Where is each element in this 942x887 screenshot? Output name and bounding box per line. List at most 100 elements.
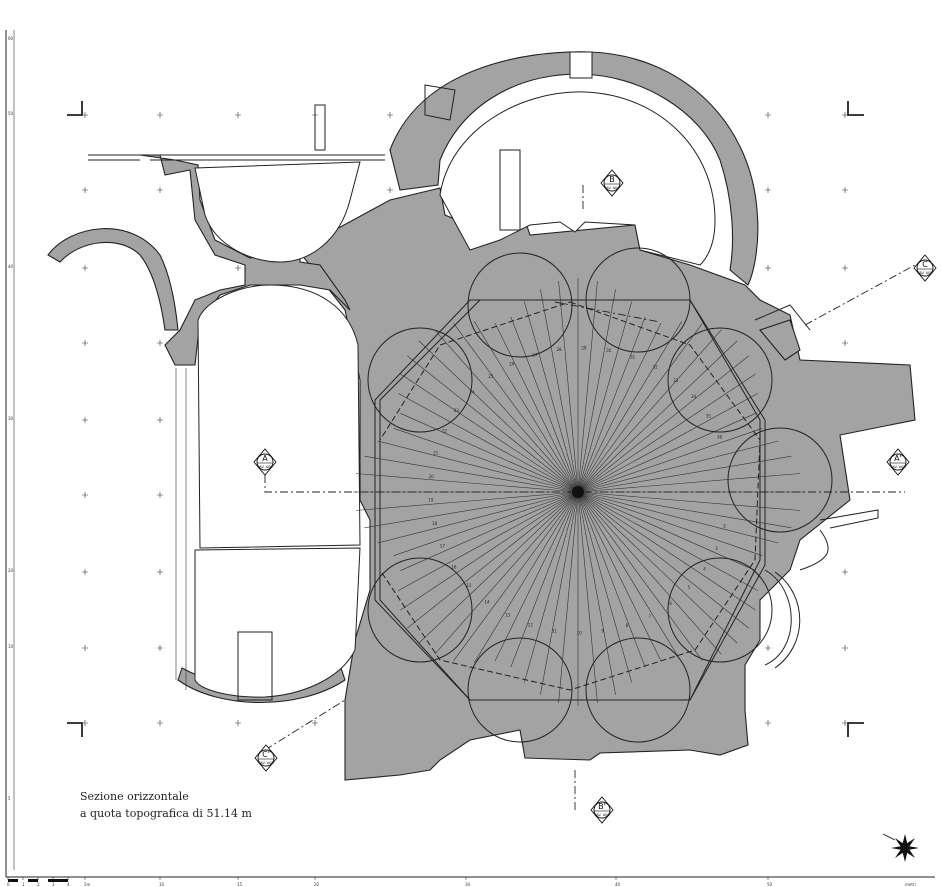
section-marker-letter: B xyxy=(609,175,615,184)
scale-tick: 3 xyxy=(52,882,55,887)
sight-ray xyxy=(540,491,579,695)
ray-number: 3 xyxy=(715,546,718,551)
grid-cross xyxy=(235,112,241,118)
left-axis-tick: 10 xyxy=(8,644,14,649)
scale-tick: 5m xyxy=(84,882,91,887)
sight-ray xyxy=(393,428,579,493)
left-axis-tick: 60 xyxy=(8,36,14,41)
ray-number: 11 xyxy=(552,628,558,633)
petal-lobe xyxy=(585,637,691,743)
scale-tick: 1 xyxy=(22,882,25,887)
north-vestibule xyxy=(194,161,361,263)
section-marker-ref: TAV. A09 xyxy=(256,465,273,469)
section-marker-ref: TAV. A09 xyxy=(257,761,274,765)
scale-tick: 15 xyxy=(237,882,243,887)
sight-ray xyxy=(577,491,703,661)
sight-ray xyxy=(577,301,632,493)
ray-number: 7 xyxy=(649,614,652,619)
sight-ray xyxy=(474,491,579,663)
sight-ray xyxy=(453,323,579,493)
ray-number: 6 xyxy=(669,601,672,606)
sight-ray xyxy=(355,473,579,493)
section-marker: B'TAV. A09 xyxy=(590,796,614,824)
ray-number: 35 xyxy=(706,413,712,418)
sight-ray xyxy=(400,491,579,611)
grid-cross xyxy=(82,720,88,726)
caption-line-1: Sezione orizzontale xyxy=(80,790,189,803)
ray-number: 19 xyxy=(428,498,434,503)
grid-cross xyxy=(157,340,163,346)
ray-number: 34 xyxy=(691,394,697,399)
grid-cross xyxy=(82,645,88,651)
section-marker-ref: TAV. A09 xyxy=(889,465,906,469)
grid-cross xyxy=(765,112,771,118)
ray-number: 27 xyxy=(532,352,538,357)
dashed-octagon xyxy=(379,301,761,691)
ray-number: 16 xyxy=(451,564,457,569)
sight-ray xyxy=(577,413,756,493)
sight-ray xyxy=(418,491,579,644)
grid-cross xyxy=(157,417,163,423)
grid-cross xyxy=(157,492,163,498)
sight-ray xyxy=(510,491,579,668)
ray-number: 10 xyxy=(577,631,583,636)
sight-rays xyxy=(353,278,803,706)
petal-lobe xyxy=(667,327,773,433)
west-hall-south xyxy=(194,547,361,698)
petal-lobe xyxy=(667,557,773,663)
grid-cross xyxy=(82,265,88,271)
grid-cross xyxy=(157,187,163,193)
sight-ray xyxy=(494,491,579,661)
petal-lobe xyxy=(367,327,473,433)
sight-ray xyxy=(577,491,662,661)
sight-ray xyxy=(577,491,616,695)
sight-ray xyxy=(355,491,579,511)
grid-cross xyxy=(842,187,848,193)
ray-number: 26 xyxy=(509,361,515,366)
grid-cross xyxy=(157,112,163,118)
grid-cross xyxy=(82,569,88,575)
ray-number: 13 xyxy=(505,613,511,618)
sight-ray xyxy=(524,491,579,683)
sight-ray xyxy=(577,491,763,556)
scale-unit: metri xyxy=(905,882,916,887)
grid-cross xyxy=(82,417,88,423)
sight-ray xyxy=(540,289,579,493)
sight-ray xyxy=(577,289,616,493)
north-arrow-icon xyxy=(882,833,919,862)
ray-number: 24 xyxy=(470,390,476,395)
sight-ray xyxy=(577,491,756,571)
central-wall-mass xyxy=(297,187,916,781)
ray-origin xyxy=(572,486,584,498)
grid-cross xyxy=(387,187,393,193)
sight-ray xyxy=(577,473,801,493)
sight-ray xyxy=(577,491,683,663)
scale-tick: 20 xyxy=(314,882,320,887)
east-apse-wall xyxy=(759,319,801,361)
ray-number: 12 xyxy=(528,622,534,627)
sight-ray xyxy=(524,301,579,493)
grid-cross xyxy=(842,265,848,271)
petal-lobe xyxy=(367,557,473,663)
grid-cross xyxy=(235,720,241,726)
sight-ray xyxy=(577,373,756,493)
grid-cross xyxy=(82,112,88,118)
grid-cross xyxy=(842,645,848,651)
section-marker-letter: C xyxy=(922,260,928,269)
ray-number: 21 xyxy=(433,451,439,456)
sight-ray xyxy=(577,491,801,511)
sight-ray xyxy=(577,323,662,493)
section-marker-ref: TAV. A09 xyxy=(593,813,610,817)
sight-ray xyxy=(473,321,579,493)
grid-cross xyxy=(765,265,771,271)
sight-ray xyxy=(577,323,703,493)
west-arc-wall xyxy=(47,228,179,331)
ray-number: 20 xyxy=(429,474,435,479)
sight-ray xyxy=(577,491,779,544)
left-axis-tick: 20 xyxy=(8,568,14,573)
sight-ray xyxy=(577,316,646,493)
